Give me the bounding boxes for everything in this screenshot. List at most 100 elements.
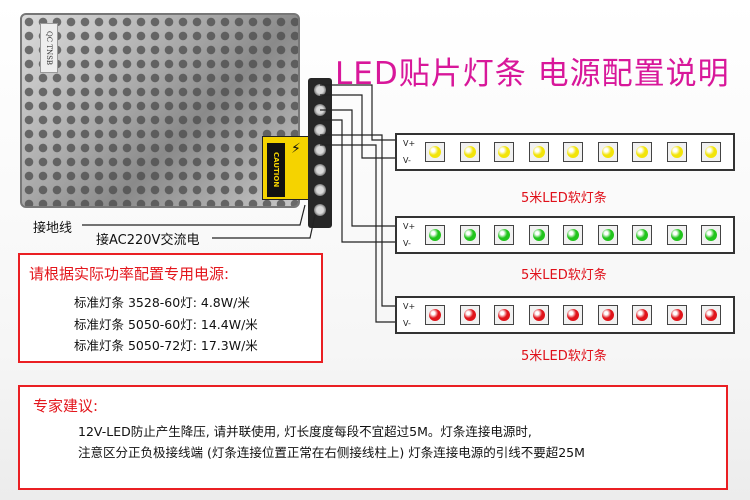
led-light <box>601 146 614 158</box>
strip-v-minus-label: V- <box>403 319 411 328</box>
strip-v-plus-label: V+ <box>403 222 416 231</box>
advice-line: 注意区分正负极接线端 (灯条连接位置正常在右侧接线柱上) 灯条连接电源的引线不要… <box>78 445 585 460</box>
advice-heading: 专家建议: <box>33 397 99 415</box>
led-chip <box>528 305 549 325</box>
strip-caption: 5米LED软灯条 <box>521 268 607 283</box>
led-chip <box>597 225 618 245</box>
led-light <box>429 146 441 158</box>
led-light <box>636 229 648 241</box>
wire-strip1-plus <box>320 84 395 141</box>
led-chip <box>701 305 721 325</box>
led-chip <box>528 142 549 162</box>
led-chip <box>459 142 480 162</box>
led-light <box>532 309 545 321</box>
page-title: LED贴片灯条 电源配置说明 <box>335 56 730 92</box>
wire-strip3-minus <box>320 144 395 323</box>
led-chip <box>701 142 721 162</box>
caution-sticker: CAUTION ⚡ <box>262 136 312 200</box>
lightning-icon: ⚡ <box>291 141 301 157</box>
led-strip-green: V+ V- <box>395 216 735 254</box>
led-light <box>670 229 683 241</box>
expert-advice-box: 专家建议: 12V-LED防止产生降压, 请并联使用, 灯长度度每段不宜超过5M… <box>18 385 728 490</box>
strip-v-minus-label: V- <box>403 239 411 248</box>
strip-v-minus-label: V- <box>403 156 411 165</box>
led-light <box>670 309 683 321</box>
led-light <box>636 309 648 321</box>
led-chip <box>494 305 514 325</box>
ground-wire <box>82 204 306 226</box>
led-light <box>601 229 614 241</box>
led-light <box>463 229 476 241</box>
led-light <box>670 146 683 158</box>
led-light <box>498 309 510 321</box>
led-chip <box>632 225 652 245</box>
strip-v-plus-label: V+ <box>403 139 416 148</box>
led-light <box>705 309 717 321</box>
ac-input-label: 接AC220V交流电 <box>96 233 200 248</box>
terminal-screw <box>314 124 326 136</box>
led-chip <box>563 142 583 162</box>
led-chip <box>528 225 549 245</box>
led-light <box>567 146 579 158</box>
led-chip <box>425 142 445 162</box>
led-chip <box>597 142 618 162</box>
power-supply-body: QC TNSB <box>20 13 300 208</box>
config-row: 标准灯条 5050-72灯: 17.3W/米 <box>74 338 258 353</box>
terminal-screw <box>314 164 326 176</box>
led-chip <box>563 225 583 245</box>
led-chip <box>666 305 687 325</box>
power-config-box: 请根据实际功率配置专用电源: 标准灯条 3528-60灯: 4.8W/米 标准灯… <box>18 253 323 363</box>
led-light <box>567 309 579 321</box>
terminal-screw <box>314 84 326 96</box>
led-light <box>463 146 476 158</box>
led-light <box>429 229 441 241</box>
led-chip <box>632 142 652 162</box>
led-light <box>429 309 441 321</box>
ac-wire <box>212 214 316 239</box>
terminal-screw <box>314 184 326 196</box>
advice-line: 12V-LED防止产生降压, 请并联使用, 灯长度度每段不宜超过5M。灯条连接电… <box>78 424 532 439</box>
led-light <box>498 146 510 158</box>
power-supply-image: QC TNSB CAUTION ⚡ <box>10 8 332 228</box>
strip-caption: 5米LED软灯条 <box>521 349 607 364</box>
led-chip <box>459 305 480 325</box>
led-chip <box>666 225 687 245</box>
led-chip <box>701 225 721 245</box>
config-heading: 请根据实际功率配置专用电源: <box>29 265 230 283</box>
wire-strip2-minus <box>320 119 395 243</box>
strip-caption: 5米LED软灯条 <box>521 191 607 206</box>
led-light <box>705 146 717 158</box>
led-chip <box>494 225 514 245</box>
vent-holes <box>22 15 298 206</box>
wire-strip1-minus <box>320 94 395 159</box>
terminal-block <box>308 78 332 228</box>
strip-v-plus-label: V+ <box>403 302 416 311</box>
led-light <box>567 229 579 241</box>
led-chip <box>425 305 445 325</box>
caution-text: CAUTION <box>267 143 285 197</box>
qc-sticker: QC TNSB <box>40 23 58 73</box>
wire-strip2-plus <box>320 109 395 227</box>
config-row: 标准灯条 5050-60灯: 14.4W/米 <box>74 317 258 332</box>
led-light <box>636 146 648 158</box>
led-light <box>601 309 614 321</box>
led-chip <box>459 225 480 245</box>
led-light <box>532 146 545 158</box>
terminal-screw <box>314 204 326 216</box>
led-chip <box>563 305 583 325</box>
led-light <box>532 229 545 241</box>
led-light <box>463 309 476 321</box>
led-light <box>498 229 510 241</box>
led-chip <box>632 305 652 325</box>
led-light <box>705 229 717 241</box>
led-chip <box>666 142 687 162</box>
terminal-screw <box>314 144 326 156</box>
ground-wire-label: 接地线 <box>33 221 73 236</box>
led-chip <box>425 225 445 245</box>
led-chip <box>597 305 618 325</box>
config-row: 标准灯条 3528-60灯: 4.8W/米 <box>74 295 250 310</box>
led-strip-yellow: V+ V- <box>395 133 735 171</box>
led-strip-red: V+ V- <box>395 296 735 334</box>
wire-strip3-plus <box>320 134 395 307</box>
